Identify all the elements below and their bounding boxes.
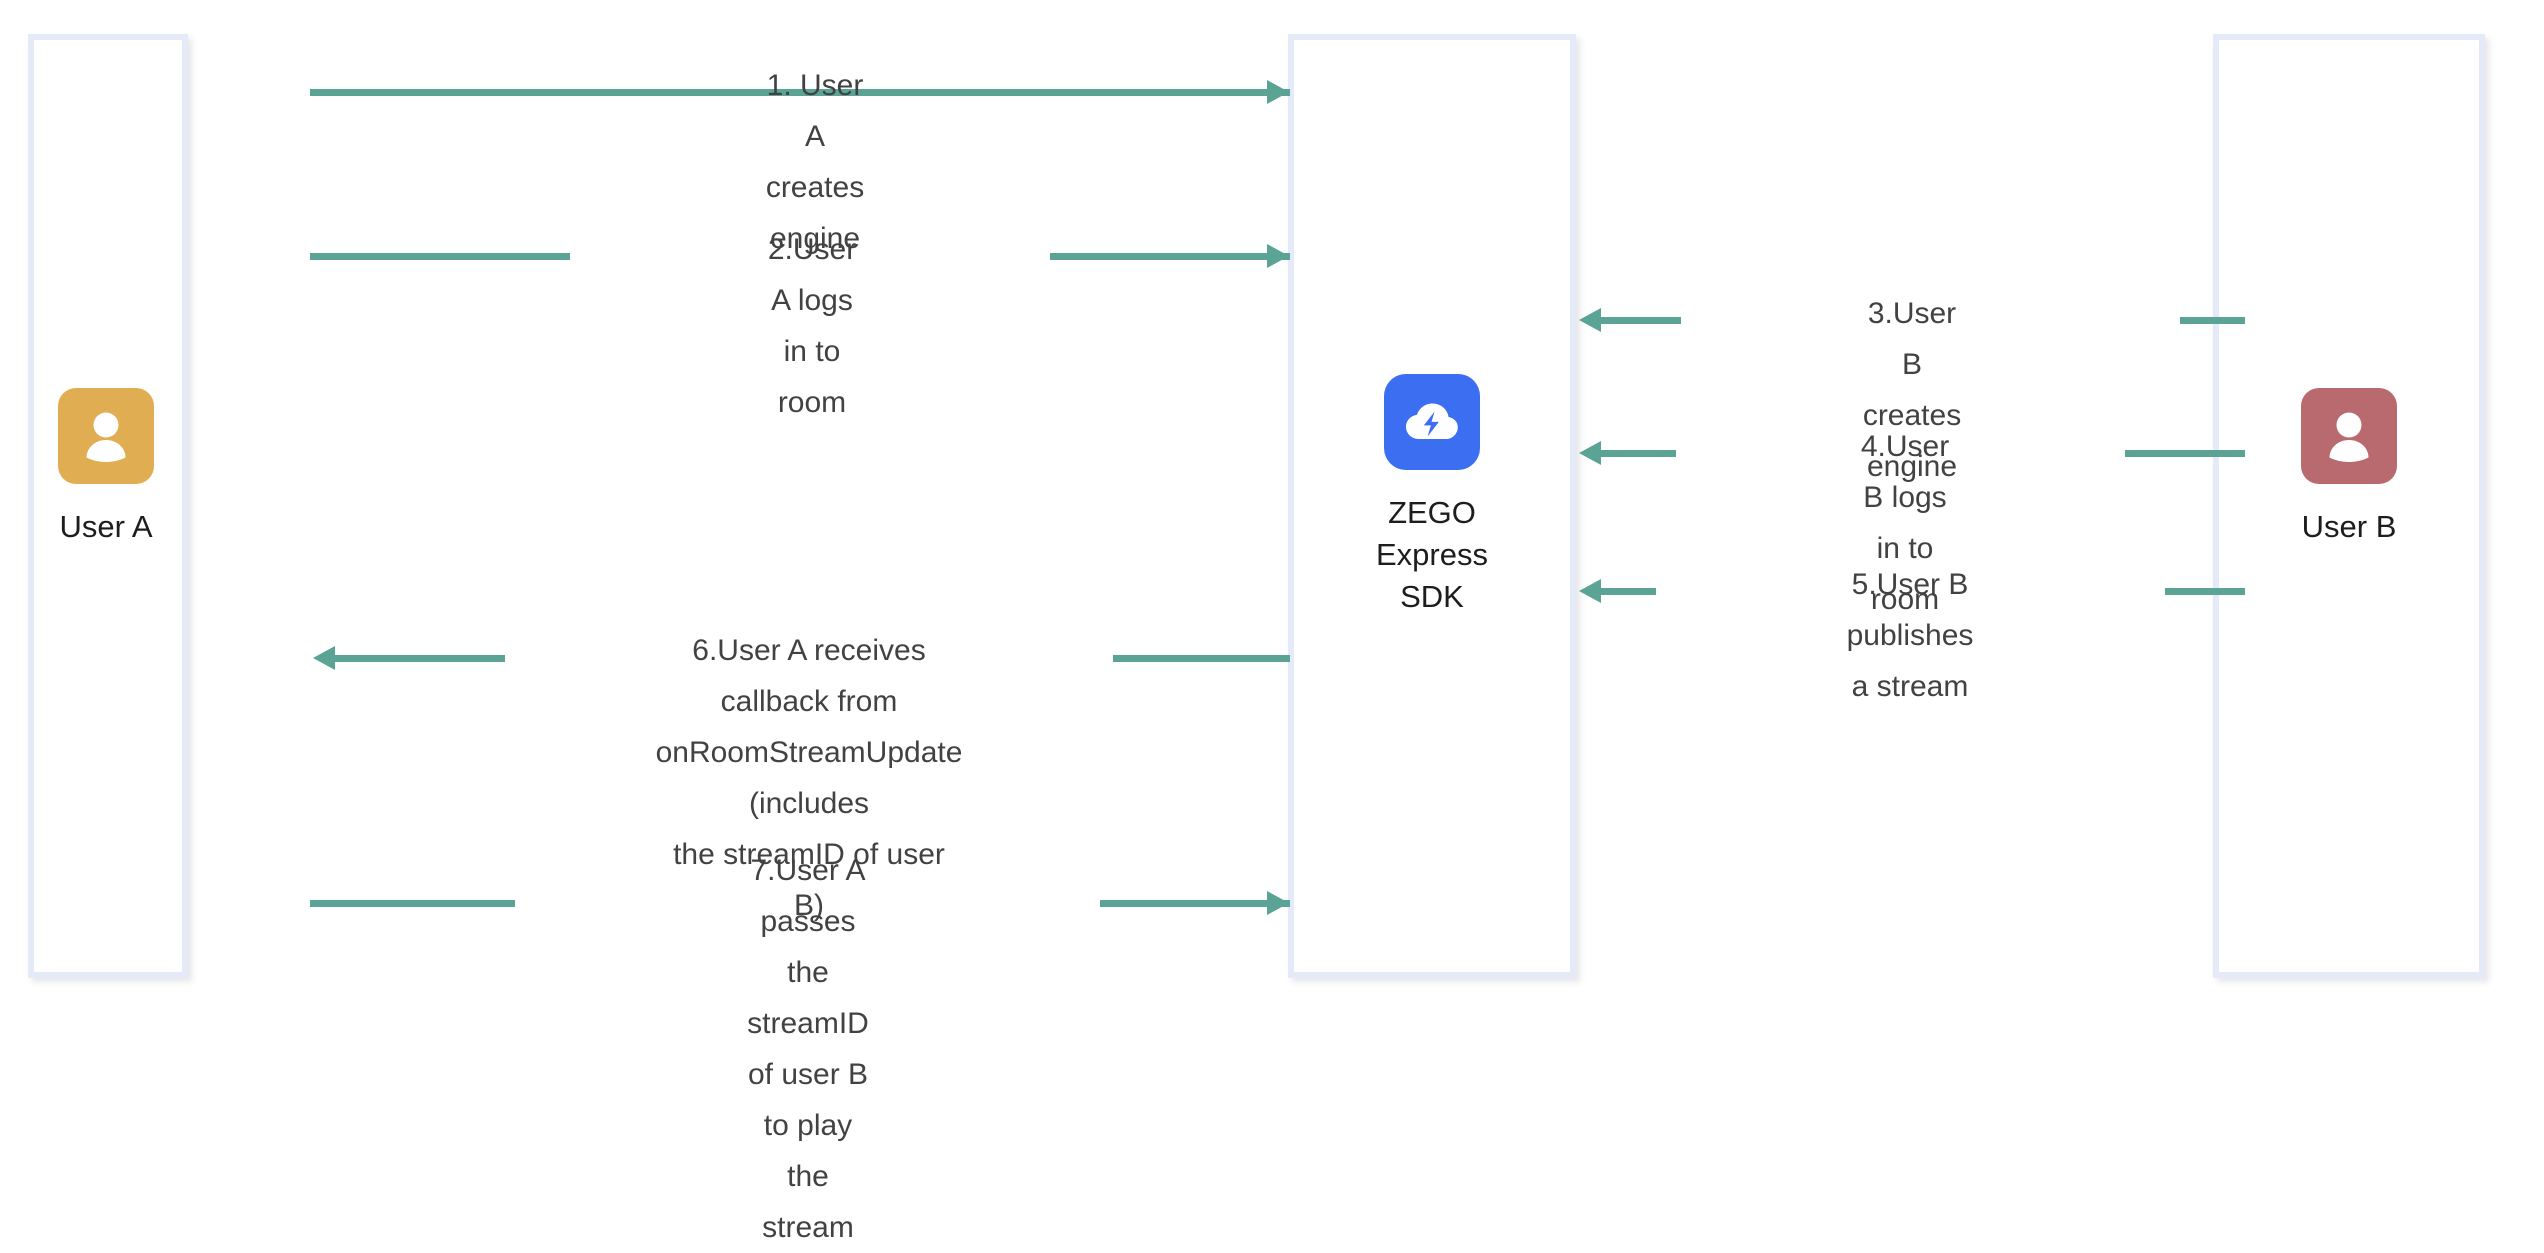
message-4-line-left: [1601, 450, 1676, 457]
message-1-line-left: [310, 89, 1045, 96]
message-2-line-left: [310, 253, 570, 260]
message-5-label: 5.User B publishes a stream: [1846, 568, 1974, 703]
message-5-line-left: [1601, 588, 1656, 595]
actor-zego-sdk: ZEGO Express SDK: [1336, 374, 1528, 618]
lifeline-user-a: [28, 34, 188, 978]
message-3-label: 3.User B creates engine: [1862, 297, 1962, 483]
message-5-line-right: [2165, 588, 2245, 595]
message-4-label: 4.User B logs in to room: [1860, 430, 1950, 616]
user-a-avatar: [58, 388, 154, 484]
message-2-line-right: [1050, 253, 1290, 260]
user-a-label: User A: [59, 509, 153, 544]
message-4-arrowhead: [1579, 441, 1601, 465]
zego-sdk-logo: [1384, 374, 1480, 470]
message-7-line-right: [1100, 900, 1290, 907]
message-6-label: 6.User A receives callback from onRoomSt…: [655, 634, 963, 922]
actor-user-b: User B: [2301, 388, 2397, 548]
person-icon: [86, 412, 126, 462]
message-1-line-right: [1045, 89, 1290, 96]
message-5-arrowhead: [1579, 579, 1601, 603]
message-7-line-left: [310, 900, 515, 907]
diagram-canvas: User A ZEGO Express SDK User B 1. User A…: [28, 34, 2485, 1244]
message-7-label: 7.User A passes the streamID of user B t…: [747, 854, 869, 1244]
person-icon: [2329, 412, 2369, 462]
lifeline-zego-sdk: [1288, 34, 1576, 978]
cloud-bolt-icon: [1406, 403, 1458, 439]
lifeline-user-b: [2213, 34, 2485, 978]
message-3-line-right: [2180, 317, 2245, 324]
message-6-arrowhead: [313, 646, 335, 670]
message-3-line-left: [1601, 317, 1681, 324]
message-6-line-right: [1113, 655, 1290, 662]
user-b-avatar: [2301, 388, 2397, 484]
zego-sdk-label: ZEGO Express SDK: [1376, 495, 1488, 614]
message-6-line-left: [335, 655, 505, 662]
message-1-arrowhead: [1267, 80, 1289, 104]
message-1-label: 1. User A creates engine: [765, 69, 865, 255]
message-2-arrowhead: [1267, 244, 1289, 268]
user-b-label: User B: [2301, 509, 2397, 544]
actor-user-a: User A: [58, 388, 154, 548]
message-4-line-right: [2125, 450, 2245, 457]
message-2-label: 2.User A logs in to room: [767, 233, 857, 419]
message-3-arrowhead: [1579, 308, 1601, 332]
message-7-arrowhead: [1267, 891, 1289, 915]
